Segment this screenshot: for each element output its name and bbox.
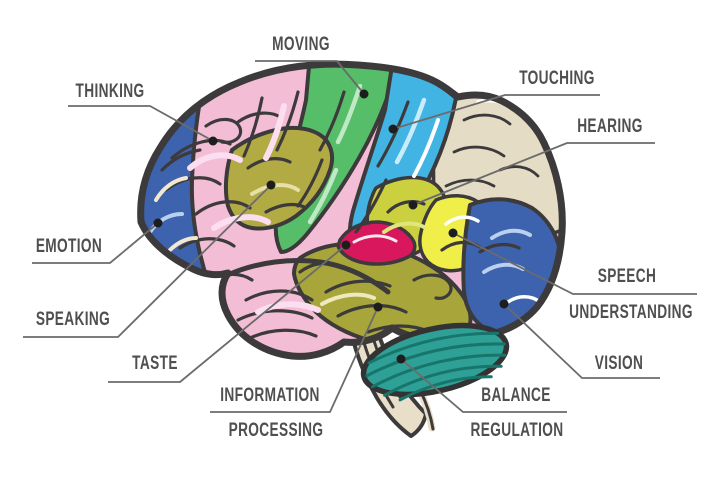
- label-information-processing-line2: PROCESSING: [228, 420, 324, 441]
- dot-speaking: [266, 180, 276, 190]
- dot-information-processing: [373, 302, 383, 312]
- label-vision: VISION: [594, 353, 644, 374]
- dot-balance-regulation: [396, 354, 406, 364]
- label-moving: MOVING: [272, 34, 330, 55]
- region-balance-regulation: [360, 322, 510, 402]
- dot-hearing: [408, 200, 418, 210]
- label-touching: TOUCHING: [519, 68, 595, 89]
- label-emotion: EMOTION: [35, 236, 103, 257]
- leader-speaking: [23, 184, 272, 338]
- leader-information-processing: [210, 306, 379, 413]
- callout-dots: [153, 89, 509, 364]
- label-speech-understanding-line1: SPEECH: [597, 266, 657, 287]
- leader-thinking: [68, 105, 214, 142]
- dot-thinking: [208, 136, 218, 146]
- dot-touching: [388, 124, 398, 134]
- dot-taste: [341, 240, 351, 250]
- dot-emotion: [153, 218, 163, 228]
- leader-speech-understanding: [452, 232, 697, 295]
- label-taste: TASTE: [132, 353, 178, 374]
- dot-vision: [499, 299, 509, 309]
- leader-emotion: [32, 222, 159, 264]
- cerebrum-outline: [137, 60, 566, 360]
- leader-hearing: [412, 142, 655, 206]
- dot-moving: [359, 89, 369, 99]
- label-speaking: SPEAKING: [35, 309, 111, 330]
- cerebellum-stripes: [365, 331, 507, 402]
- dot-speech-understanding: [448, 228, 458, 238]
- leader-vision: [503, 303, 660, 379]
- leader-touching: [392, 94, 600, 130]
- label-thinking: THINKING: [75, 81, 145, 102]
- callout-lines: [23, 60, 697, 413]
- leader-balance-regulation: [400, 358, 567, 413]
- label-hearing: HEARING: [577, 116, 643, 137]
- label-balance-regulation-line2: REGULATION: [470, 420, 564, 441]
- label-information-processing-line1: INFORMATION: [220, 385, 320, 406]
- leader-taste: [108, 244, 347, 383]
- gyri-dark-lines: [160, 90, 540, 340]
- label-balance-regulation-line1: BALANCE: [481, 385, 551, 406]
- label-speech-understanding-line2: UNDERSTANDING: [569, 302, 693, 323]
- leader-moving: [255, 60, 365, 95]
